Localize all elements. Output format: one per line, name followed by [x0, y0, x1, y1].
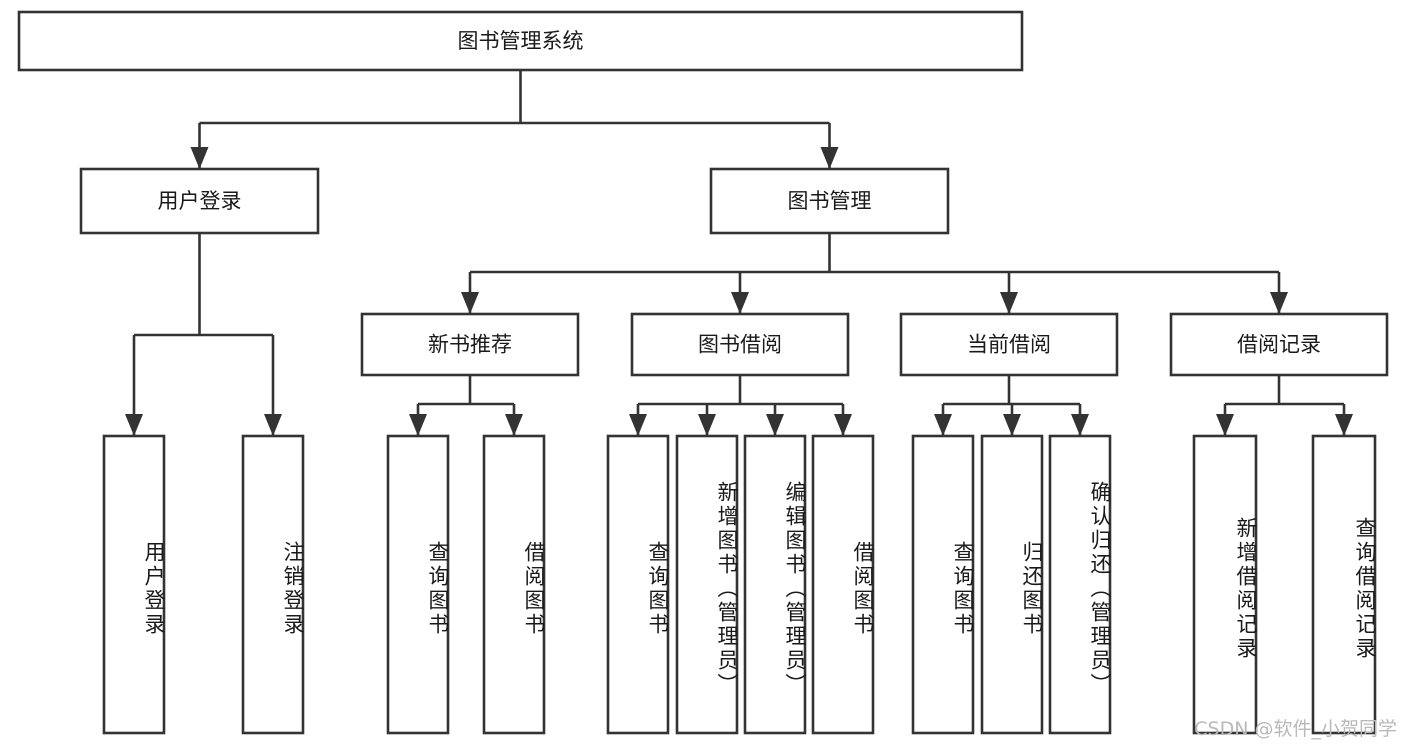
node-box-new-book-recommend[interactable]	[360, 312, 580, 377]
edge-layer	[125, 70, 1353, 436]
arrow-head-icon-leaf-borrow-book-1	[505, 414, 523, 436]
node-label-new-book-recommend: 新书推荐	[428, 333, 512, 357]
arrow-head-icon-new-book-recommend	[461, 292, 479, 314]
node-label-current-borrow: 当前借阅	[967, 333, 1051, 357]
node-box-borrow-record[interactable]	[1169, 312, 1389, 377]
node-box-leaf-user-logout[interactable]	[241, 434, 305, 735]
node-label-user-login: 用户登录	[158, 189, 242, 213]
arrow-head-icon-leaf-query-book-3	[934, 414, 952, 436]
node-box-leaf-add-borrow-record[interactable]	[1192, 434, 1258, 735]
arrow-head-icon-leaf-user-logout	[264, 414, 282, 436]
arrow-head-icon-leaf-query-book-2	[629, 414, 647, 436]
arrow-head-icon-book-borrow	[731, 292, 749, 314]
node-box-book-management[interactable]	[709, 167, 950, 235]
node-box-current-borrow[interactable]	[899, 312, 1119, 377]
node-box-leaf-borrow-book-2[interactable]	[811, 434, 875, 735]
arrow-head-icon-leaf-add-borrow-record	[1216, 414, 1234, 436]
arrow-head-icon-borrow-record	[1270, 292, 1288, 314]
node-box-leaf-edit-book[interactable]	[743, 434, 807, 735]
node-box-leaf-user-login[interactable]	[102, 434, 166, 735]
node-layer	[17, 10, 1389, 735]
node-box-leaf-borrow-book-1[interactable]	[482, 434, 546, 735]
watermark: CSDN @软件_小贺同学	[1194, 718, 1397, 740]
arrow-head-icon-leaf-query-borrow-record	[1335, 414, 1353, 436]
arrow-head-icon-leaf-add-book	[698, 414, 716, 436]
node-label-book-borrow: 图书借阅	[698, 333, 782, 357]
arrow-head-icon-leaf-query-book-1	[409, 414, 427, 436]
node-label-root: 图书管理系统	[458, 29, 584, 53]
node-box-leaf-query-book-3[interactable]	[911, 434, 975, 735]
node-box-root[interactable]	[17, 10, 1024, 72]
arrow-head-icon-leaf-return-book	[1003, 414, 1021, 436]
node-box-leaf-query-book-2[interactable]	[606, 434, 670, 735]
node-box-leaf-confirm-return[interactable]	[1048, 434, 1112, 735]
node-box-leaf-return-book[interactable]	[980, 434, 1044, 735]
node-label-book-management: 图书管理	[788, 189, 872, 213]
arrow-head-icon-book-management	[820, 147, 839, 169]
arrow-head-icon-leaf-borrow-book-2	[834, 414, 852, 436]
node-label-borrow-record: 借阅记录	[1237, 333, 1321, 357]
node-box-leaf-query-borrow-record[interactable]	[1311, 434, 1377, 735]
node-box-leaf-add-book[interactable]	[675, 434, 739, 735]
node-box-user-login[interactable]	[79, 167, 320, 235]
arrow-head-icon-user-login	[190, 147, 209, 169]
arrow-head-icon-leaf-edit-book	[766, 414, 784, 436]
arrow-head-icon-current-borrow	[1000, 292, 1018, 314]
arrow-head-icon-leaf-confirm-return	[1071, 414, 1089, 436]
node-box-book-borrow[interactable]	[630, 312, 850, 377]
node-box-leaf-query-book-1[interactable]	[386, 434, 450, 735]
arrow-head-icon-leaf-user-login	[125, 414, 143, 436]
